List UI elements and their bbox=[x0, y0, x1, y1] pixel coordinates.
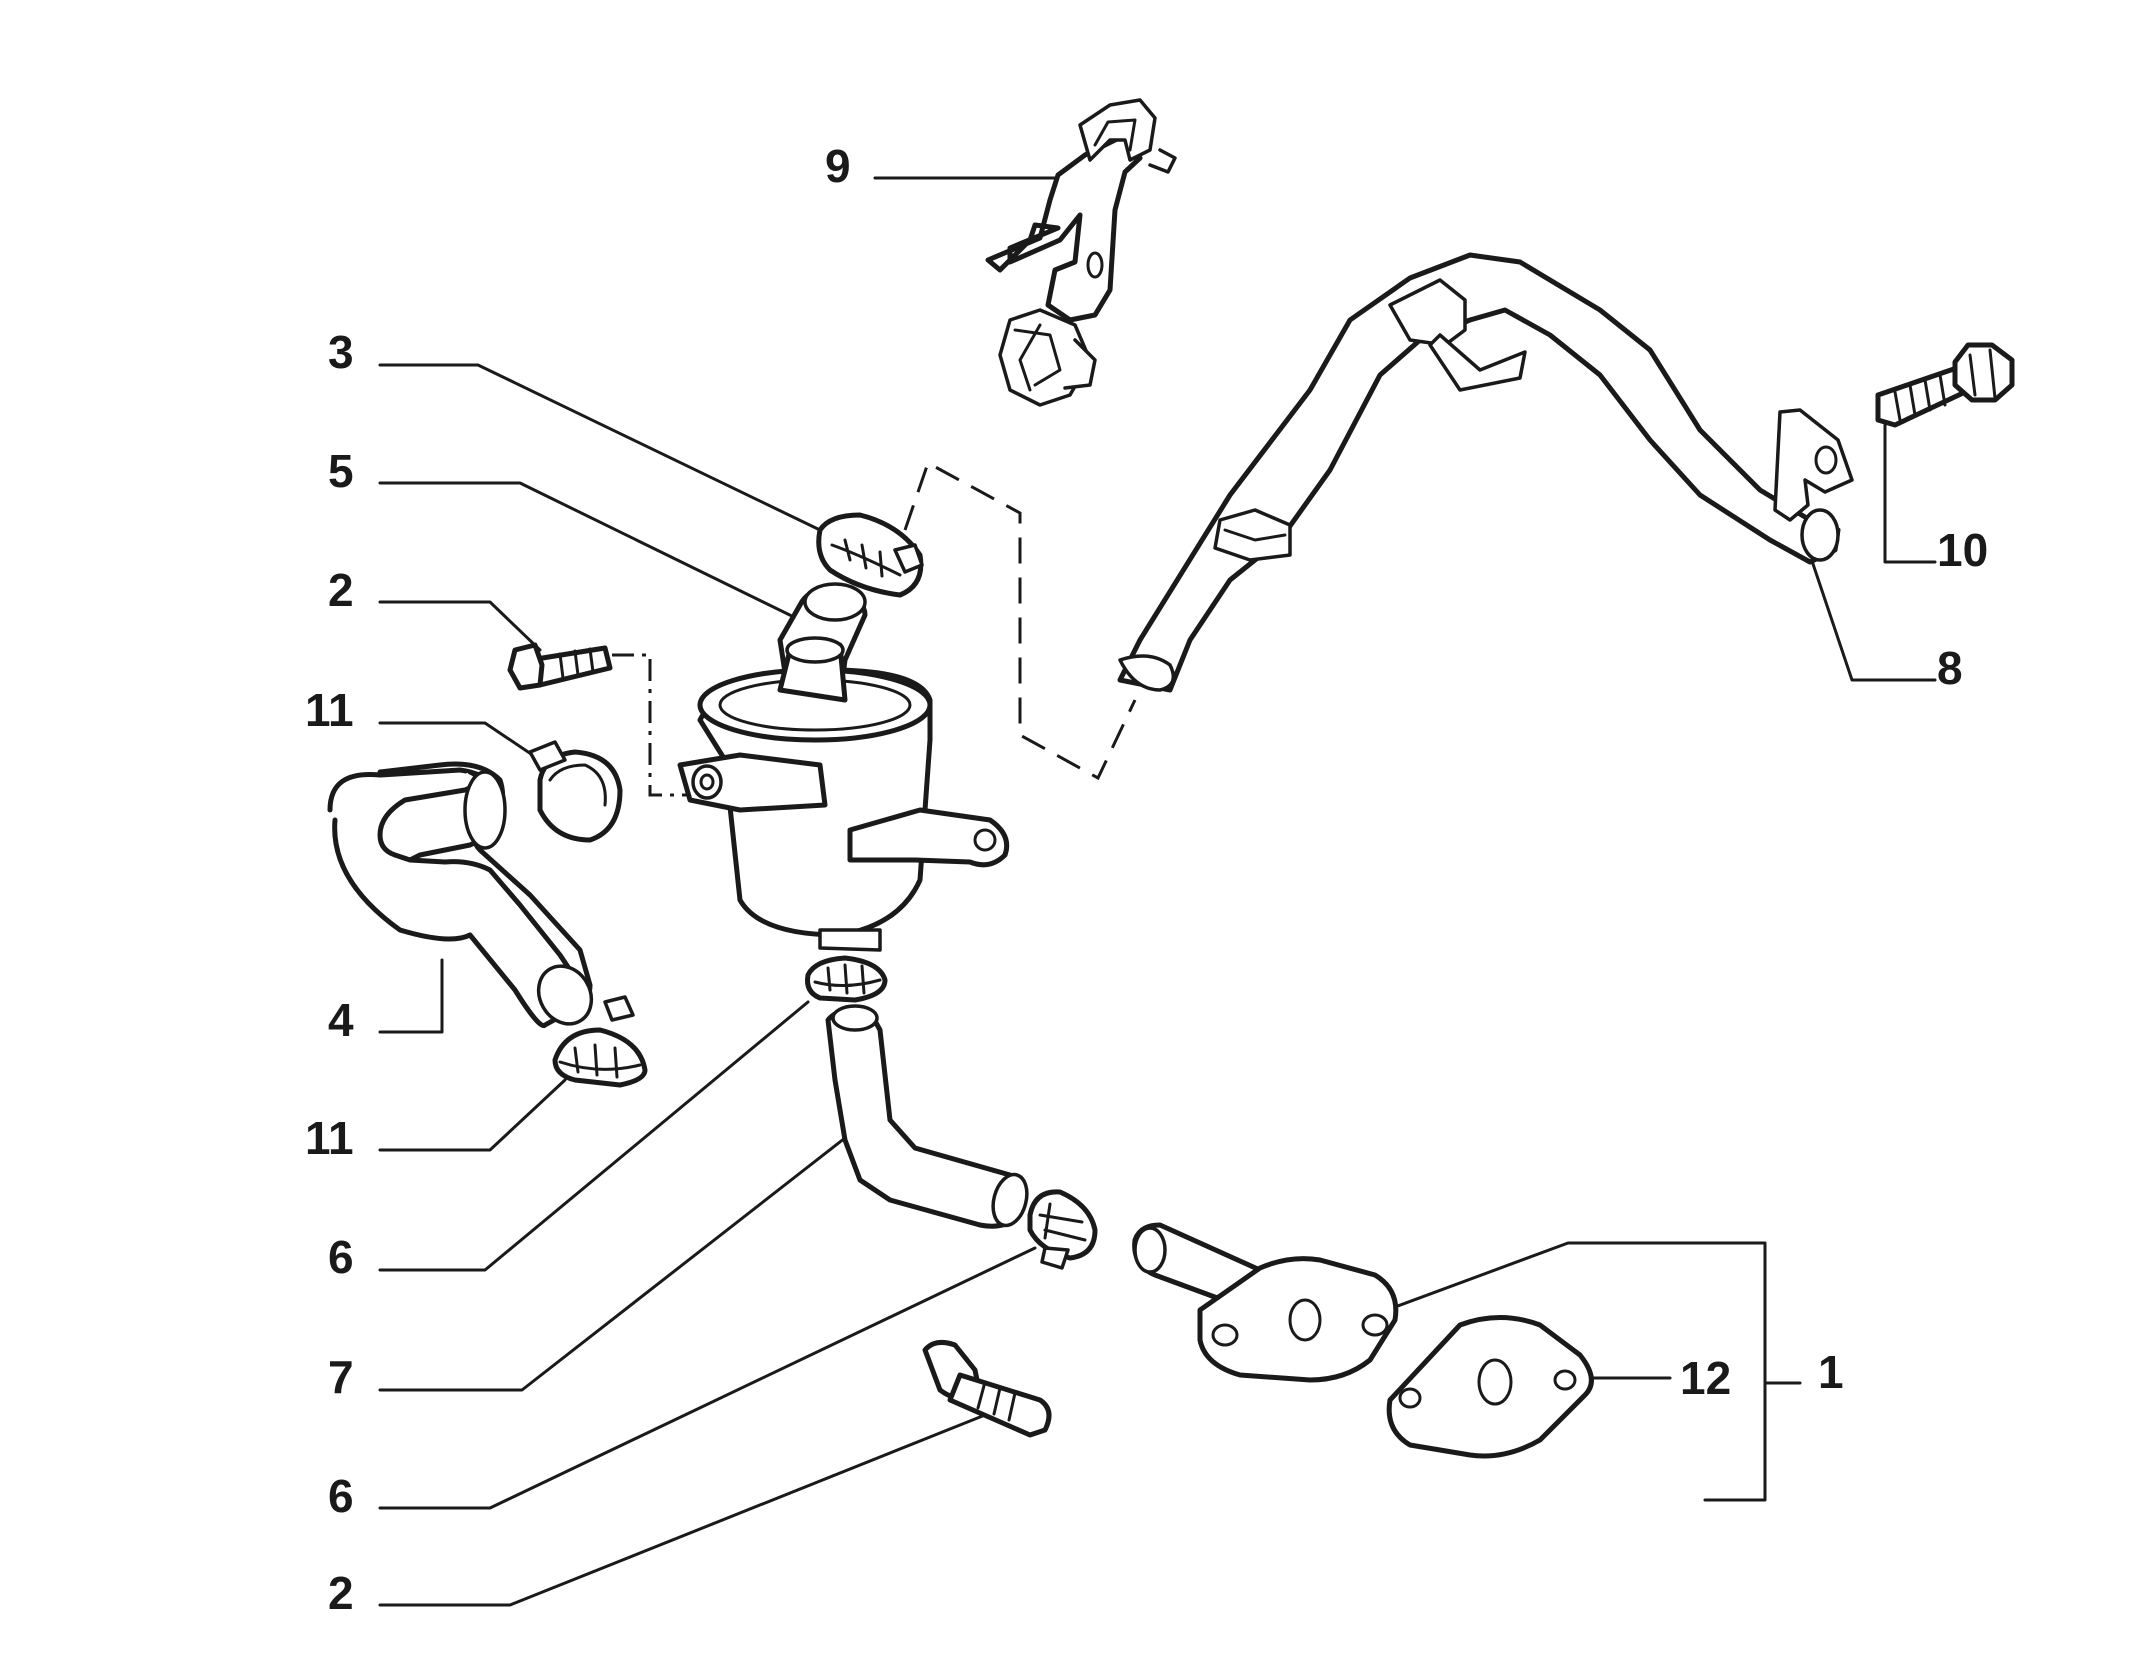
part-11-clamp-bottom bbox=[552, 995, 648, 1088]
part-7-hose bbox=[825, 1004, 1029, 1229]
callout-4: 4 bbox=[328, 994, 354, 1046]
callout-2-bottom: 2 bbox=[328, 1567, 354, 1619]
callout-2-top: 2 bbox=[328, 564, 354, 616]
part-4-hose bbox=[327, 761, 594, 1029]
callout-7: 7 bbox=[328, 1351, 354, 1403]
part-2-bolt-top bbox=[507, 642, 613, 691]
assembly-dashed-line bbox=[903, 460, 1137, 781]
callout-11-bottom: 11 bbox=[305, 1112, 354, 1164]
bolt-axis-line bbox=[612, 653, 690, 797]
callout-6-top: 6 bbox=[328, 1231, 354, 1283]
callout-1: 1 bbox=[1818, 1346, 1844, 1398]
callout-11-top: 11 bbox=[305, 684, 354, 736]
leader-5 bbox=[378, 481, 802, 622]
part-8-pipe bbox=[1117, 252, 1854, 693]
leader-1-bracket-top bbox=[1393, 1241, 1767, 1502]
part-9-bracket bbox=[985, 98, 1177, 407]
part-3-clamp bbox=[816, 512, 924, 598]
leader-2-bottom bbox=[378, 1413, 987, 1607]
leader-2-top bbox=[378, 600, 542, 652]
leader-11-top bbox=[378, 721, 542, 762]
part-6-clamp-top bbox=[805, 955, 888, 1003]
part-2-bolt-bottom bbox=[922, 1339, 1052, 1438]
callout-5: 5 bbox=[328, 445, 354, 497]
leader-3 bbox=[378, 363, 822, 532]
leader-lines bbox=[378, 158, 1937, 1607]
callout-6-bottom: 6 bbox=[328, 1470, 354, 1522]
part-10-bolt bbox=[1875, 342, 2015, 428]
leader-7 bbox=[378, 1136, 847, 1392]
leader-8 bbox=[1808, 553, 1937, 682]
part-6-clamp-bottom bbox=[1027, 1189, 1098, 1270]
callout-8: 8 bbox=[1937, 642, 1963, 694]
callout-labels: 9 3 5 2 11 4 11 6 7 6 2 10 8 12 1 bbox=[305, 140, 1988, 1619]
part-12-gasket bbox=[1386, 1315, 1594, 1459]
leader-10 bbox=[1883, 423, 1937, 564]
callout-3: 3 bbox=[328, 326, 354, 378]
leader-6-bottom bbox=[378, 1246, 1037, 1510]
leader-11-bottom bbox=[378, 1078, 567, 1152]
callout-10: 10 bbox=[1937, 524, 1988, 576]
leader-6-top bbox=[378, 1000, 810, 1272]
leader-4 bbox=[378, 958, 444, 1034]
callout-12: 12 bbox=[1680, 1352, 1731, 1404]
callout-9: 9 bbox=[825, 140, 851, 192]
part-11-clamp-top bbox=[528, 740, 623, 843]
part-1-flange-pipe bbox=[1132, 1222, 1399, 1383]
oil-separator-canister bbox=[677, 636, 1010, 952]
